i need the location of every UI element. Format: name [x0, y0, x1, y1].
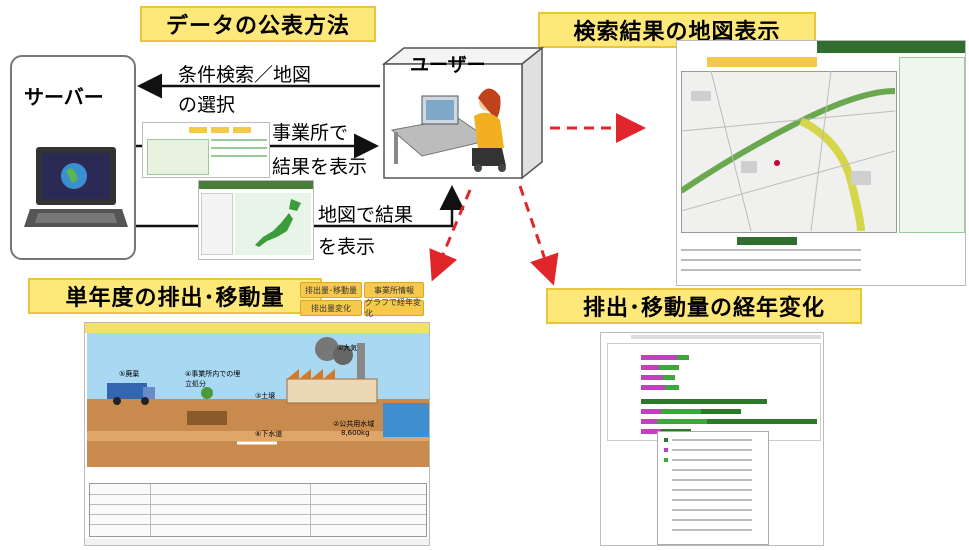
label-public-water: ②公共用水域 [333, 420, 375, 428]
japan-map-thumbnail [198, 180, 314, 260]
yearly-graph-button[interactable]: グラフで経年変化 [364, 298, 424, 318]
label-waste: ⑤廃棄 [119, 370, 140, 378]
japan-map-icon [255, 199, 301, 247]
year-bar-3b [663, 375, 675, 380]
server-box: サーバー [10, 55, 136, 260]
search-flow-text-1: 条件検索／地図 [178, 64, 312, 86]
substance-legend [657, 431, 769, 545]
year-bar-1 [641, 355, 677, 360]
main-title: データの公表方法 [140, 6, 376, 42]
year-bar-3 [641, 375, 663, 380]
server-label: サーバー [24, 85, 104, 109]
year-bar-7b [657, 419, 707, 424]
year-bar-2 [641, 365, 659, 370]
red-arrow-yearly [518, 185, 559, 286]
label-landfill: ④事業所内での埋立処分 [185, 370, 241, 388]
search-flow-text-2: の選択 [178, 94, 236, 116]
user-label: ユーザー [410, 54, 486, 76]
year-bar-7 [641, 419, 657, 424]
street-map-icon [681, 71, 895, 231]
map-flow-text-1: 地図で結果 [318, 204, 414, 226]
year-bar-6 [641, 409, 661, 414]
user-box [381, 46, 545, 180]
emission-change-button[interactable]: 排出量変化 [300, 300, 362, 316]
emission-illustration [87, 333, 429, 467]
single-year-screenshot: ①大気 ④事業所内での埋立処分 ⑤廃棄 ③土壌 ②公共用水域 8,600kg ⑥… [84, 322, 430, 546]
office-info-button[interactable]: 事業所情報 [364, 282, 424, 298]
year-bar-4 [641, 385, 665, 390]
label-sewer: ⑥下水道 [255, 430, 283, 438]
year-bar-5 [641, 399, 767, 404]
year-bar-8 [641, 429, 661, 434]
office-flow-text-2: 結果を表示 [272, 156, 368, 178]
red-arrow-single [429, 189, 472, 282]
emission-table [89, 483, 427, 537]
office-flow-text-1: 事業所で [272, 122, 349, 144]
label-air: ①大気 [337, 344, 358, 352]
year-bar-7c [707, 419, 817, 424]
year-bar-4b [665, 385, 679, 390]
emission-amount-button[interactable]: 排出量･移動量 [300, 282, 362, 298]
single-year-title: 単年度の排出･移動量 [28, 278, 322, 314]
label-water-amount: 8,600kg [341, 429, 370, 437]
yearly-change-title: 排出･移動量の経年変化 [546, 288, 862, 324]
year-bar-6c [701, 409, 741, 414]
label-soil: ③土壌 [255, 392, 276, 400]
year-bar-1b [677, 355, 689, 360]
office-list-thumbnail [142, 122, 270, 178]
laptop-icon [24, 147, 128, 227]
yearly-change-screenshot [600, 332, 824, 546]
year-bar-2b [659, 365, 679, 370]
year-bar-6b [661, 409, 701, 414]
map-result-screenshot [676, 40, 966, 286]
map-flow-text-2: を表示 [318, 236, 376, 258]
